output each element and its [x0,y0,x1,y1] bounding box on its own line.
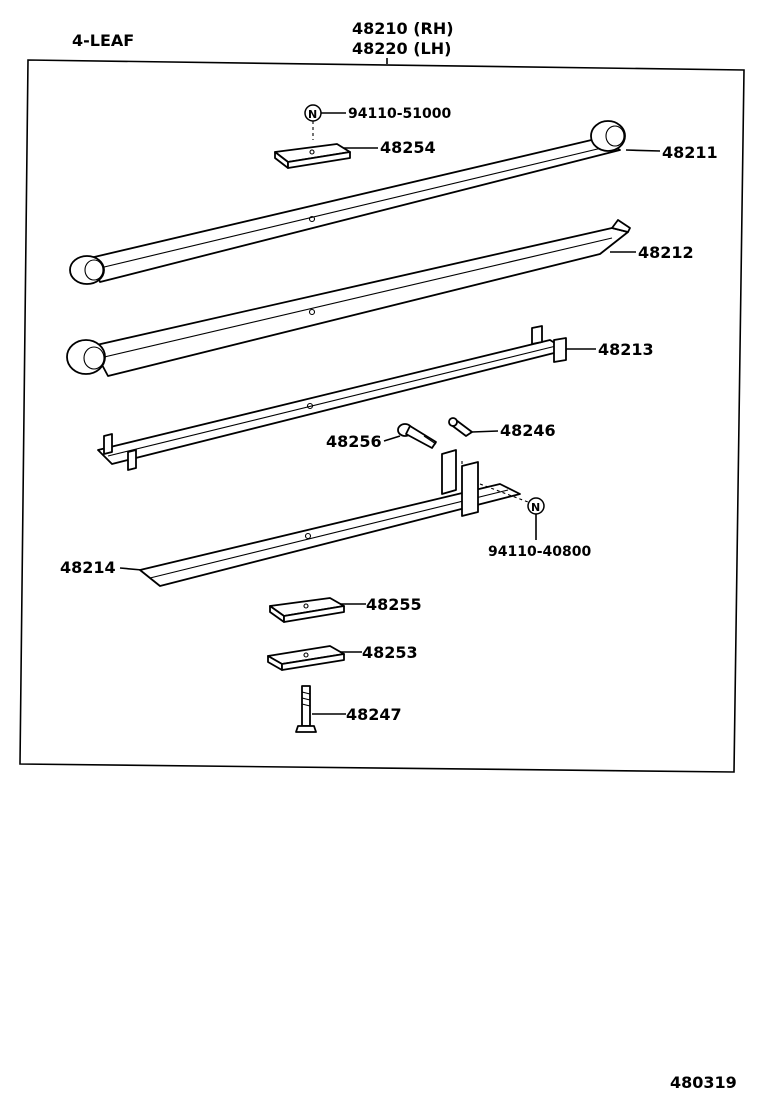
assembly-lh-label: 48220 (LH) [352,39,451,58]
center-bolt-label: 48247 [346,705,402,724]
leaf-1-label: 48211 [662,143,718,162]
svg-text:N: N [531,501,540,514]
leaf-2 [66,219,631,377]
bolt-clip [397,423,437,449]
leaf-1-leader [625,149,661,152]
svg-text:N: N [308,108,317,121]
figure-number: 480319 [670,1073,737,1092]
nut-clip-icon: N [527,497,545,515]
nut-clip-label: 94110-40800 [488,544,591,560]
leaf-3 [97,325,567,471]
bolt-clip-leader [383,435,401,442]
pad-lower-label: 48255 [366,595,422,614]
spacer [448,417,473,437]
center-bolt [295,685,317,733]
variant-label: 4-LEAF [72,31,134,50]
bolt-clip-label: 48256 [326,432,382,451]
pad-upper [274,143,351,169]
spacer-label: 48246 [500,421,556,440]
seat [267,645,345,671]
pad-upper-label: 48254 [380,138,436,157]
nut-top-label: 94110-51000 [348,106,451,122]
leaf-2-label: 48212 [638,243,694,262]
spacer-leader [471,430,499,433]
leaf-4 [139,449,521,587]
leaf-3-label: 48213 [598,340,654,359]
assembly-frame [19,59,745,773]
leaf-4-label: 48214 [60,558,116,577]
leaf-1 [69,120,626,285]
seat-label: 48253 [362,643,418,662]
assembly-rh-label: 48210 (RH) [352,19,454,38]
pad-lower [269,597,345,623]
leaf-4-leader [119,567,143,571]
nut-top-icon: N [304,104,322,122]
